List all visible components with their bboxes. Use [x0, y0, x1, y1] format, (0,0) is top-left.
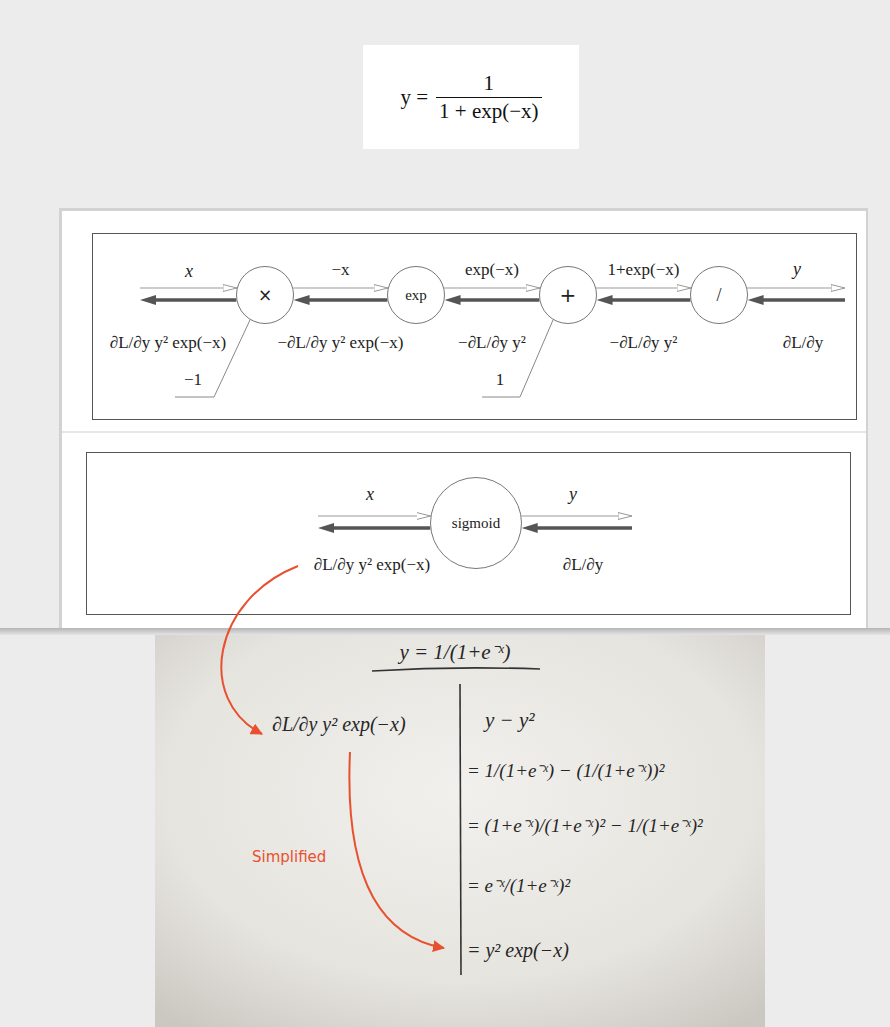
- edge-label: −∂L/∂y y²: [456, 333, 528, 353]
- node-label: sigmoid: [452, 515, 500, 532]
- forward-arrow: [596, 287, 691, 288]
- edge-label: 1+exp(−x): [605, 260, 681, 280]
- fraction: 11 + exp(−x): [436, 70, 542, 125]
- panel-divider: [62, 432, 866, 433]
- sigmoid-node: sigmoid: [430, 477, 522, 569]
- backward-arrow: [328, 526, 430, 530]
- handwritten-note: y = 1/(1+e⁻ˣ) ∂L/∂y y² exp(−x) y − y² = 1/(…: [155, 634, 765, 1027]
- denominator: 1 + exp(−x): [436, 98, 542, 125]
- handwritten-line: y − y²: [485, 708, 535, 733]
- multiply-node: ×: [236, 266, 294, 324]
- forward-arrow: [293, 287, 388, 288]
- forward-arrow: [747, 287, 845, 288]
- graph-frame: [87, 453, 851, 615]
- add-node: +: [539, 266, 597, 324]
- backward-arrow: [455, 298, 540, 302]
- input-leader: [175, 320, 250, 397]
- edge-label: −x: [329, 260, 351, 280]
- edge-label: −∂L/∂y y²: [608, 333, 680, 353]
- forward-arrow: [140, 287, 237, 288]
- hand-divider: [460, 684, 461, 975]
- input-leader: [482, 320, 553, 397]
- backward-arrow: [304, 298, 388, 302]
- handwritten-line: = y² exp(−x): [467, 938, 569, 962]
- backward-arrow: [607, 298, 691, 302]
- panel: [62, 211, 866, 629]
- graph-label: ∂L/∂y: [781, 333, 825, 353]
- paper-photo: [155, 635, 765, 1027]
- formula-box: y = 11 + exp(−x): [363, 45, 579, 149]
- exp-node: exp: [387, 266, 445, 324]
- numerator: 1: [436, 70, 542, 98]
- graph-label: 1: [494, 370, 507, 390]
- backward-arrow: [150, 298, 236, 302]
- node-label: exp: [405, 287, 427, 304]
- node-label: ×: [258, 285, 272, 305]
- graph-frame: [93, 234, 857, 420]
- handwritten-line: ∂L/∂y y² exp(−x): [272, 712, 406, 736]
- edge-label: exp(−x): [463, 260, 521, 280]
- graph-label: y: [567, 484, 579, 506]
- graph-label: y: [791, 259, 803, 281]
- backward-arrow: [532, 526, 632, 530]
- callout-arrow: [221, 566, 298, 734]
- backward-arrow: [758, 298, 845, 302]
- panel-shadow: [59, 208, 868, 632]
- node-label: +: [560, 283, 577, 307]
- forward-arrow: [444, 287, 540, 288]
- graph-label: x: [364, 484, 376, 506]
- divide-node: /: [690, 266, 748, 324]
- graph-label: ∂L/∂y y² exp(−x): [108, 333, 228, 353]
- formula-text: y =: [400, 85, 428, 110]
- forward-arrow: [318, 515, 431, 516]
- annotation: Simplified: [250, 848, 328, 866]
- panel-edge-band: [0, 628, 890, 635]
- handwritten-line: y = 1/(1+e⁻ˣ): [399, 640, 510, 665]
- handwritten-line: = e⁻ˣ/(1+e⁻ˣ)²: [467, 875, 570, 898]
- node-label: /: [716, 285, 721, 306]
- graph-label: x: [183, 261, 195, 283]
- graph-label: ∂L/∂y y² exp(−x): [312, 555, 432, 575]
- handwritten-line: = (1+e⁻ˣ)/(1+e⁻ˣ)² − 1/(1+e⁻ˣ)²: [467, 815, 703, 838]
- handwritten-line: = 1/(1+e⁻ˣ) − (1/(1+e⁻ˣ))²: [467, 760, 664, 783]
- hand-underline: [372, 668, 540, 671]
- graph-label: ∂L/∂y: [561, 555, 605, 575]
- callout-arrow: [349, 752, 444, 948]
- graph-label: −1: [182, 370, 204, 390]
- edge-label: −∂L/∂y y² exp(−x): [275, 333, 405, 353]
- forward-arrow: [522, 515, 633, 516]
